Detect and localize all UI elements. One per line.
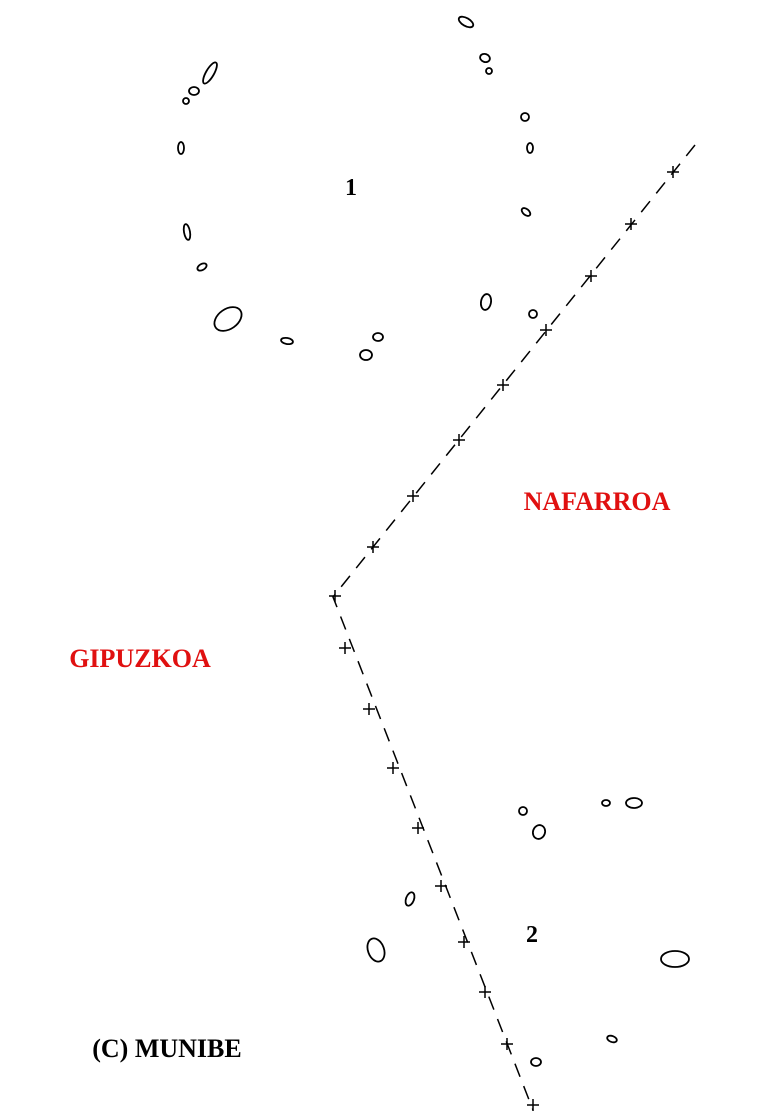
stone bbox=[660, 950, 690, 968]
stone bbox=[202, 61, 218, 85]
boundary-marker-cross bbox=[667, 166, 679, 178]
stone bbox=[404, 891, 416, 907]
boundary-marker-cross bbox=[367, 541, 379, 553]
stone bbox=[196, 262, 208, 272]
region-label-gipuzkoa: GIPUZKOA bbox=[69, 644, 211, 673]
copyright-label: (C) MUNIBE bbox=[92, 1034, 242, 1063]
stone bbox=[366, 937, 386, 963]
boundary-marker-cross bbox=[527, 1099, 539, 1111]
site-2-label: 2 bbox=[526, 922, 538, 948]
stone bbox=[182, 97, 190, 105]
stone bbox=[177, 141, 185, 155]
stone bbox=[601, 799, 611, 807]
boundary-marker-cross bbox=[479, 986, 491, 998]
boundary-marker-cross bbox=[501, 1038, 513, 1050]
boundary-marker-cross bbox=[339, 642, 351, 654]
stone bbox=[520, 207, 532, 217]
boundary-marker-cross bbox=[329, 590, 341, 602]
site-1-label: 1 bbox=[345, 175, 357, 201]
stone bbox=[188, 86, 200, 96]
stone bbox=[372, 332, 384, 342]
boundary-markers bbox=[329, 166, 679, 1111]
region-label-nafarroa: NAFARROA bbox=[524, 487, 671, 516]
stone bbox=[530, 1057, 542, 1067]
stone bbox=[479, 52, 491, 64]
stone bbox=[520, 112, 530, 122]
boundary-marker-cross bbox=[540, 324, 552, 336]
stone bbox=[531, 824, 547, 840]
boundary-marker-cross bbox=[412, 822, 424, 834]
boundary-marker-cross bbox=[585, 270, 597, 282]
stone bbox=[213, 306, 243, 332]
boundary-marker-cross bbox=[453, 434, 465, 446]
stone bbox=[457, 15, 475, 29]
stone bbox=[280, 336, 294, 346]
stone bbox=[526, 142, 534, 154]
boundary-marker-cross bbox=[407, 490, 419, 502]
stone bbox=[479, 293, 493, 311]
boundary-line bbox=[332, 144, 696, 1111]
boundary-marker-cross bbox=[497, 379, 509, 391]
boundary-marker-cross bbox=[387, 762, 399, 774]
stone bbox=[518, 806, 528, 816]
stone bbox=[528, 309, 538, 319]
stone bbox=[359, 349, 373, 361]
stone-circles bbox=[177, 15, 690, 1067]
boundary-marker-cross bbox=[458, 936, 470, 948]
boundary-marker-cross bbox=[435, 880, 447, 892]
stone bbox=[182, 223, 192, 241]
boundary-marker-cross bbox=[363, 703, 375, 715]
stone bbox=[625, 797, 643, 809]
boundary-marker-cross bbox=[625, 218, 637, 230]
stone bbox=[606, 1034, 618, 1044]
stone bbox=[485, 67, 493, 75]
